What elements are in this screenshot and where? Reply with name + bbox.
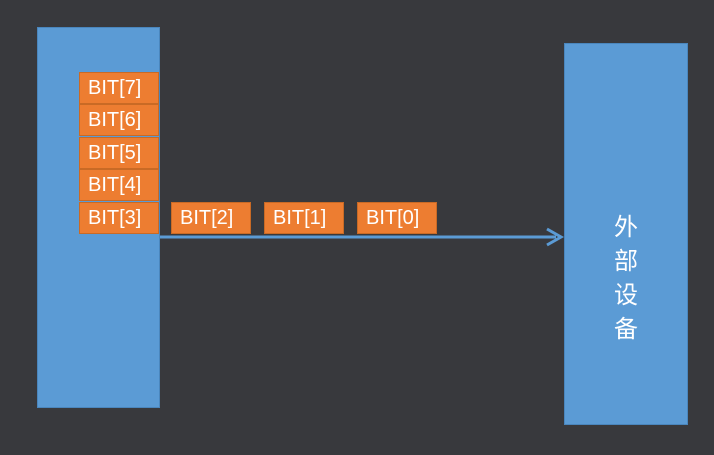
bit-1-box: BIT[1]	[264, 202, 344, 234]
bit-6-box: BIT[6]	[79, 104, 159, 136]
device-label-char: 部	[614, 247, 638, 275]
bit-2-box: BIT[2]	[171, 202, 251, 234]
arrow-head	[546, 227, 565, 247]
external-device-label: 外 部 设 备	[565, 210, 687, 346]
external-device-block: 外 部 设 备	[564, 43, 688, 425]
bit-4-box: BIT[4]	[79, 169, 159, 201]
bit-5-box: BIT[5]	[79, 137, 159, 169]
bit-7-box: BIT[7]	[79, 72, 159, 104]
bit-3-box: BIT[3]	[79, 202, 159, 234]
device-label-char: 备	[614, 315, 638, 343]
device-label-char: 设	[614, 281, 638, 309]
device-label-char: 外	[614, 213, 638, 241]
bit-0-box: BIT[0]	[357, 202, 437, 234]
